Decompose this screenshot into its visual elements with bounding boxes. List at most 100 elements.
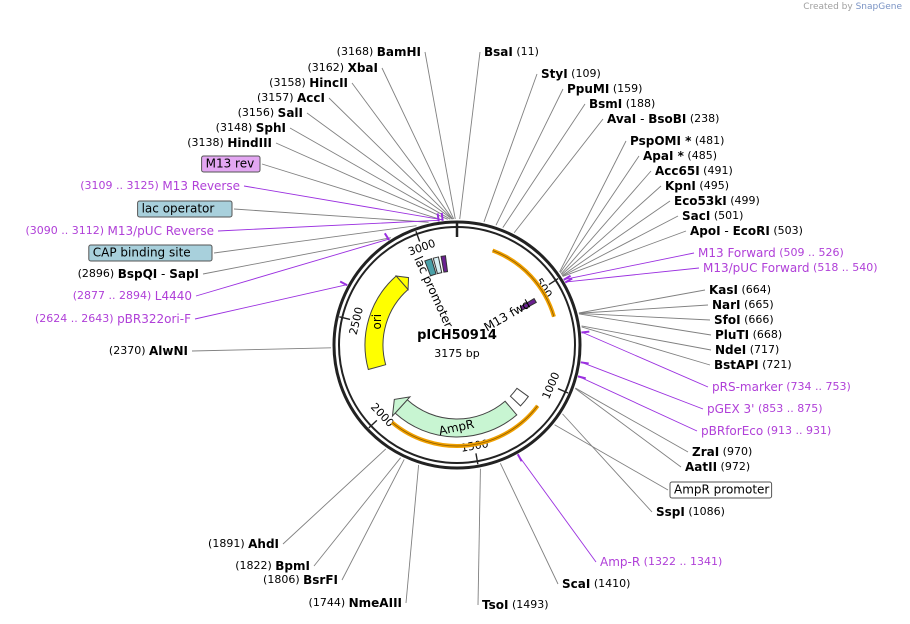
- enzyme-position: (3148): [216, 121, 256, 134]
- tick-mark-3000: [415, 230, 421, 242]
- enzyme-position: (501): [710, 209, 743, 222]
- enzyme-name: ScaI: [562, 577, 590, 591]
- feature-box-label: AmpR promoter: [674, 483, 769, 497]
- primer-name: M13 Reverse: [162, 179, 240, 193]
- enzyme-site: ZraI (970): [692, 445, 752, 459]
- enzyme-position: (495): [696, 179, 729, 192]
- primer-marker: [339, 280, 348, 287]
- enzyme-site: AvaI - BsoBI (238): [607, 112, 719, 126]
- enzyme-name: XbaI: [348, 61, 378, 75]
- enzyme-position: (159): [609, 82, 642, 95]
- leader-line: [554, 424, 669, 491]
- primer-range: (509 .. 526): [776, 246, 844, 259]
- enzyme-label: ScaI (1410): [562, 577, 630, 591]
- site-labels: (3168) BamHI(3162) XbaI(3158) HincII(315…: [25, 45, 877, 612]
- tick-label-2500: 2500: [347, 306, 366, 336]
- enzyme-site: ApoI - EcoRI (503): [690, 224, 803, 238]
- enzyme-name: SalI: [278, 106, 303, 120]
- primer-name: Amp-R: [600, 555, 640, 569]
- enzyme-site: SacI (501): [682, 209, 743, 223]
- leader-line: [424, 51, 456, 220]
- leader-line: [574, 388, 682, 468]
- leader-line: [559, 140, 627, 273]
- enzyme-label: BsmI (188): [589, 97, 655, 111]
- enzyme-site: NdeI (717): [715, 343, 779, 357]
- enzyme-name: PspOMI: [630, 134, 681, 148]
- leader-line: [581, 326, 711, 366]
- enzyme-name: SacI: [682, 209, 710, 223]
- primer-label: M13 Forward (509 .. 526): [698, 246, 844, 260]
- enzyme-name: SfoI: [714, 313, 741, 327]
- enzyme-position: (972): [717, 460, 750, 473]
- leader-line: [483, 73, 538, 223]
- enzyme-label: TsoI (1493): [482, 598, 549, 612]
- enzyme-site: NarI (665): [712, 298, 774, 312]
- primer-name: M13/pUC Reverse: [108, 224, 215, 238]
- primer-site: (3109 .. 3125) M13 Reverse: [80, 179, 444, 221]
- enzyme-label: (3157) AccI: [257, 91, 325, 105]
- m13-rev-feature: [440, 255, 449, 273]
- enzyme-label: (2896) BspQI - SapI: [78, 267, 199, 281]
- enzyme-position: (3158): [269, 76, 309, 89]
- primer-range: (1322 .. 1341): [640, 555, 722, 568]
- enzyme-name: AccI: [297, 91, 325, 105]
- enzyme-site: (2896) BspQI - SapI: [78, 267, 199, 281]
- leader-line: [313, 457, 401, 567]
- enzyme-name: AlwNI: [149, 344, 188, 358]
- leader-line: [243, 185, 443, 221]
- enzyme-label: StyI (109): [541, 67, 601, 81]
- enzyme-position: (3156): [238, 106, 278, 119]
- enzyme-label: BsaI (11): [484, 45, 539, 59]
- primer-label: (2624 .. 2643) pBR322ori-F: [35, 312, 191, 326]
- primer-name: pBR322ori-F: [117, 312, 191, 326]
- primer-range: (518 .. 540): [810, 261, 878, 274]
- tick-mark-2000: [368, 419, 378, 429]
- enzyme-name: TsoI: [482, 598, 508, 612]
- leader-line: [582, 331, 709, 388]
- enzyme-label: KpnI (495): [665, 179, 729, 193]
- leader-line: [578, 289, 706, 314]
- enzyme-site: StyI (109): [541, 67, 601, 81]
- enzyme-position: (481): [691, 134, 724, 147]
- enzyme-site: SfoI (666): [714, 313, 774, 327]
- primer-name: pGEX 3': [707, 402, 754, 416]
- snapgene-credit: Created by SnapGene: [803, 2, 902, 12]
- enzyme-separator: -: [157, 267, 169, 281]
- enzyme-site: (1806) BsrFI: [263, 573, 338, 587]
- enzyme-name: BsaI: [484, 45, 513, 59]
- enzyme-label: (3138) HindIII: [187, 136, 272, 150]
- leader-line: [575, 387, 689, 453]
- lacz-arc-edge: [492, 250, 555, 317]
- primer-label: pGEX 3' (853 .. 875): [707, 402, 823, 416]
- enzyme-site: KasI (664): [709, 283, 771, 297]
- enzyme-site: BsaI (11): [484, 45, 539, 59]
- enzyme-position: (1086): [685, 505, 725, 518]
- enzyme-star: *: [673, 149, 684, 163]
- plasmid-name: pICH50914: [417, 328, 497, 343]
- enzyme-name: Eco53kI: [674, 194, 727, 208]
- feature-box: [669, 481, 773, 499]
- enzyme-label: BstAPI (721): [714, 358, 792, 372]
- enzyme-label: NarI (665): [712, 298, 774, 312]
- enzyme-separator: -: [721, 224, 733, 238]
- enzyme-position: (238): [686, 112, 719, 125]
- enzyme-label: (1891) AhdI: [208, 537, 279, 551]
- enzyme-name: NarI: [712, 298, 741, 312]
- enzyme-site: ScaI (1410): [562, 577, 630, 591]
- enzyme-position: (1806): [263, 573, 303, 586]
- leader-line: [560, 170, 652, 275]
- enzyme-name: BstAPI: [714, 358, 759, 372]
- enzyme-position: (2370): [109, 344, 149, 357]
- enzyme-name: NmeAIII: [349, 596, 402, 610]
- enzyme-position: (721): [759, 358, 792, 371]
- leader-line: [564, 252, 695, 280]
- enzyme-label: NdeI (717): [715, 343, 779, 357]
- enzyme-name: AatII: [685, 460, 717, 474]
- leader-line: [578, 304, 709, 314]
- enzyme-site: (3138) HindIII: [187, 136, 272, 150]
- credit-prefix: Created by: [803, 2, 853, 12]
- feature-box-label: lac operator: [142, 202, 215, 216]
- enzyme-position: (1410): [590, 577, 630, 590]
- primer-site: (2624 .. 2643) pBR322ori-F: [35, 280, 348, 326]
- leader-line: [579, 313, 712, 336]
